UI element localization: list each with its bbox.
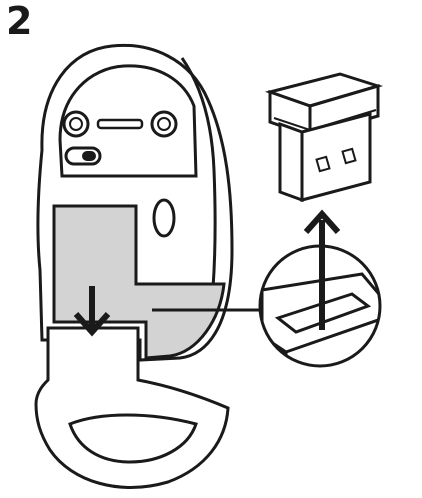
- mouse-top-section: [58, 64, 198, 178]
- step-number: 2: [6, 0, 33, 43]
- mouse: [36, 43, 234, 362]
- receiver-connector-front: [278, 121, 304, 203]
- battery-door: [34, 326, 230, 489]
- receiver-pin-right: [341, 147, 357, 165]
- screw-left: [62, 110, 90, 138]
- sensor-slot: [96, 118, 144, 130]
- usb-receiver: [264, 72, 384, 203]
- receiver-connector-side: [300, 112, 372, 202]
- mouse-outer-shell: [36, 43, 234, 362]
- power-switch: [64, 146, 102, 166]
- mouse-side-grip: [180, 57, 217, 321]
- screw-right-inner: [157, 117, 171, 131]
- power-switch-knob: [82, 151, 96, 161]
- battery-compartment: [52, 204, 226, 360]
- receiver-pin-left: [315, 155, 331, 173]
- receiver-slot-opening: [274, 292, 372, 334]
- up-arrow-icon: [303, 209, 341, 330]
- down-arrow-icon: [73, 286, 111, 337]
- oval-button: [152, 198, 176, 238]
- battery-door-slot: [68, 413, 198, 464]
- screw-right: [150, 110, 178, 138]
- receiver-cap-side: [308, 83, 380, 139]
- screw-left-inner: [69, 117, 83, 131]
